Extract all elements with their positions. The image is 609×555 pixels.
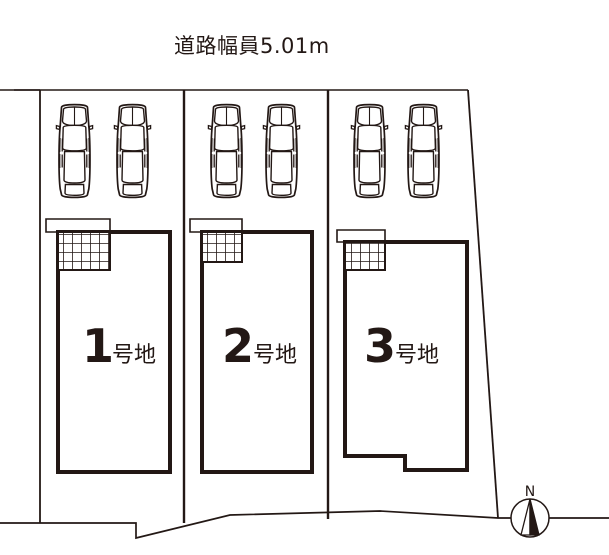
lot-3-group[interactable]: 3 号地: [336, 103, 469, 472]
compass-north-label: N: [525, 484, 535, 500]
lot-1-suffix: 号地: [112, 343, 156, 368]
car-icon: [55, 103, 94, 199]
boundary-bottom: [0, 510, 609, 540]
lot-2-entry-steps: [201, 231, 243, 263]
compass-needle-dark: [529, 498, 540, 536]
lot-2-group[interactable]: 2 号地: [189, 103, 314, 474]
road-width-label: 道路幅員5.01m: [174, 34, 330, 58]
car-icon: [207, 103, 246, 199]
lot-1-building-footprint: [56, 230, 172, 474]
site-boundary: [0, 89, 609, 540]
lot-2-parking[interactable]: [207, 103, 301, 199]
lot-1-group[interactable]: 1 号地: [45, 103, 172, 474]
car-icon: [113, 103, 152, 199]
lot-2-suffix: 号地: [253, 343, 297, 368]
lot-3-building-footprint: [343, 240, 469, 472]
lot-3-suffix: 号地: [395, 343, 439, 368]
lot-1-entry-steps: [57, 231, 111, 271]
lot-1-parking[interactable]: [55, 103, 152, 199]
car-icon: [262, 103, 301, 199]
north-arrow: N: [510, 484, 550, 538]
car-icon: [404, 103, 443, 199]
lot-3-parking[interactable]: [350, 103, 443, 199]
lot-3-number: 3: [364, 319, 396, 373]
lot-3-entry-steps: [344, 241, 386, 271]
lot-1-number: 1: [82, 319, 114, 373]
car-icon: [350, 103, 389, 199]
boundary-right-slanted: [467, 89, 499, 519]
lot-2-number: 2: [222, 319, 254, 373]
lot-divider-lines: [182, 90, 330, 523]
lot-2-building-footprint: [200, 230, 314, 474]
